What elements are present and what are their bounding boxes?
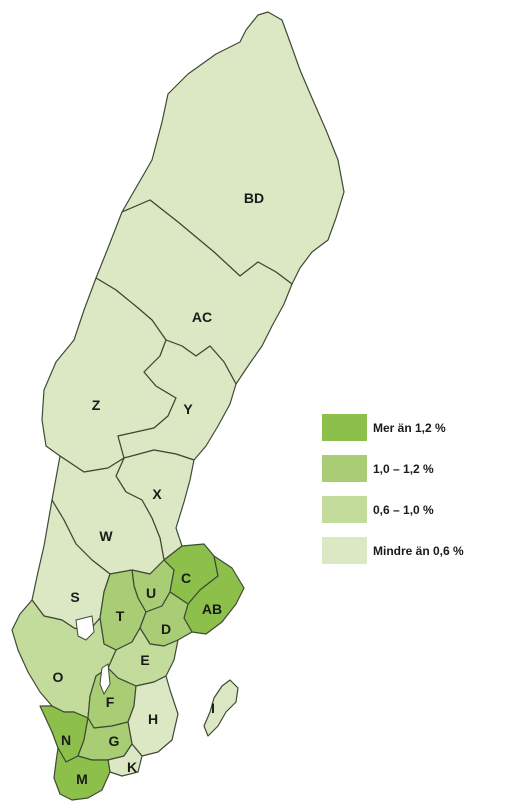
legend-item: 0,6 – 1,0 % [322,496,464,523]
county-label-AC: AC [192,309,212,325]
legend-label: 1,0 – 1,2 % [373,461,434,476]
map-legend: Mer än 1,2 % 1,0 – 1,2 % 0,6 – 1,0 % Min… [322,414,464,578]
county-label-O: O [53,669,64,685]
county-label-T: T [116,608,125,624]
legend-swatch [322,537,367,564]
legend-label: Mer än 1,2 % [373,420,446,435]
legend-item: 1,0 – 1,2 % [322,455,464,482]
county-label-K: K [127,759,137,775]
county-label-AB: AB [202,601,222,617]
county-label-U: U [146,585,156,601]
county-label-M: M [76,771,88,787]
county-M[interactable] [53,747,111,801]
county-H[interactable] [127,675,179,757]
legend-label: Mindre än 0,6 % [373,543,464,558]
county-label-Z: Z [92,397,101,413]
legend-item: Mer än 1,2 % [322,414,464,441]
legend-label: 0,6 – 1,0 % [373,502,434,517]
lake-vattern [99,663,111,696]
county-label-C: C [181,570,191,586]
lake-vanern [75,615,95,641]
county-label-D: D [161,621,171,637]
county-label-X: X [152,486,162,502]
county-label-N: N [61,732,71,748]
county-label-Y: Y [183,401,193,417]
county-I[interactable] [203,679,239,737]
legend-item: Mindre än 0,6 % [322,537,464,564]
county-label-I: I [211,700,215,716]
county-K[interactable] [107,743,143,777]
county-label-W: W [99,528,113,544]
legend-swatch [322,455,367,482]
legend-swatch [322,414,367,441]
legend-swatch [322,496,367,523]
county-label-F: F [106,694,115,710]
county-label-BD: BD [244,190,264,206]
county-label-G: G [109,733,120,749]
county-label-H: H [148,711,158,727]
county-label-E: E [140,652,149,668]
county-label-S: S [70,589,79,605]
county-AB[interactable] [183,555,245,635]
